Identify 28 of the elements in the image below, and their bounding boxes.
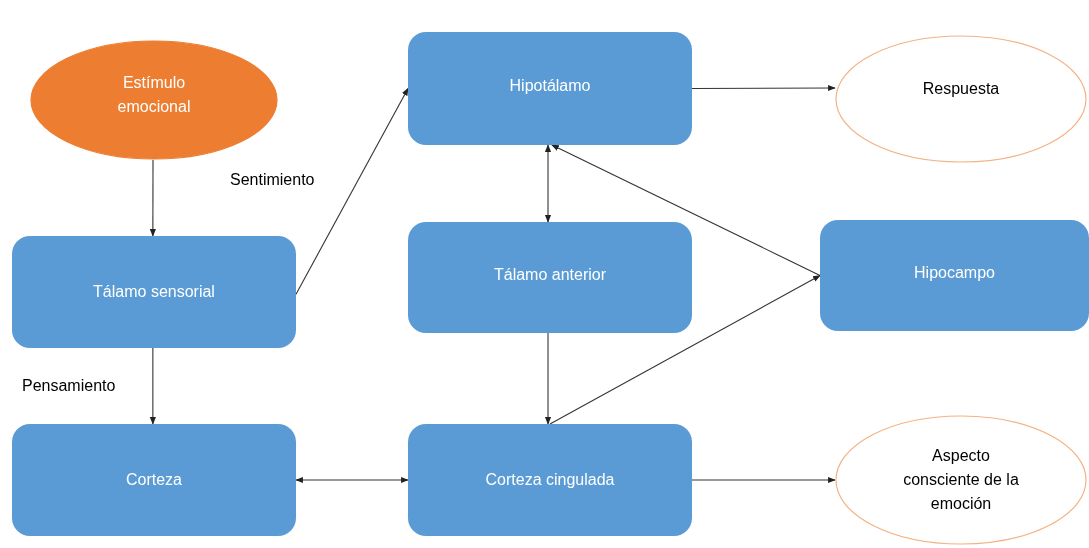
node-label: Hipocampo <box>913 262 996 283</box>
arrow <box>544 144 552 223</box>
node-label: Tálamo anterior <box>492 264 607 285</box>
process-box <box>408 222 692 333</box>
process-box <box>12 236 296 348</box>
arrow <box>149 159 156 237</box>
node-label: Tálamo sensorial <box>92 282 216 302</box>
process-box <box>408 32 692 145</box>
process-box <box>820 220 1089 331</box>
arrow <box>295 87 409 295</box>
node-label: Aspecto consciente de la emoción <box>902 446 1020 514</box>
ellipse-node <box>835 35 1087 163</box>
node-label: Estímulo emocional <box>116 73 192 117</box>
arrow <box>691 476 836 484</box>
arrow <box>691 84 836 92</box>
node-label: Corteza cingulada <box>484 470 616 490</box>
process-box <box>408 424 692 536</box>
process-box <box>12 424 296 536</box>
node-label: Corteza <box>125 470 183 490</box>
ellipse-node <box>30 40 278 160</box>
node-label: Hipotálamo <box>508 75 592 96</box>
arrow <box>149 347 156 425</box>
arrow <box>295 476 409 484</box>
arrow <box>551 144 821 277</box>
node-label: Respuesta <box>922 79 1000 99</box>
arrow <box>549 274 821 425</box>
ellipse-node <box>835 415 1087 545</box>
arrow <box>544 332 552 425</box>
